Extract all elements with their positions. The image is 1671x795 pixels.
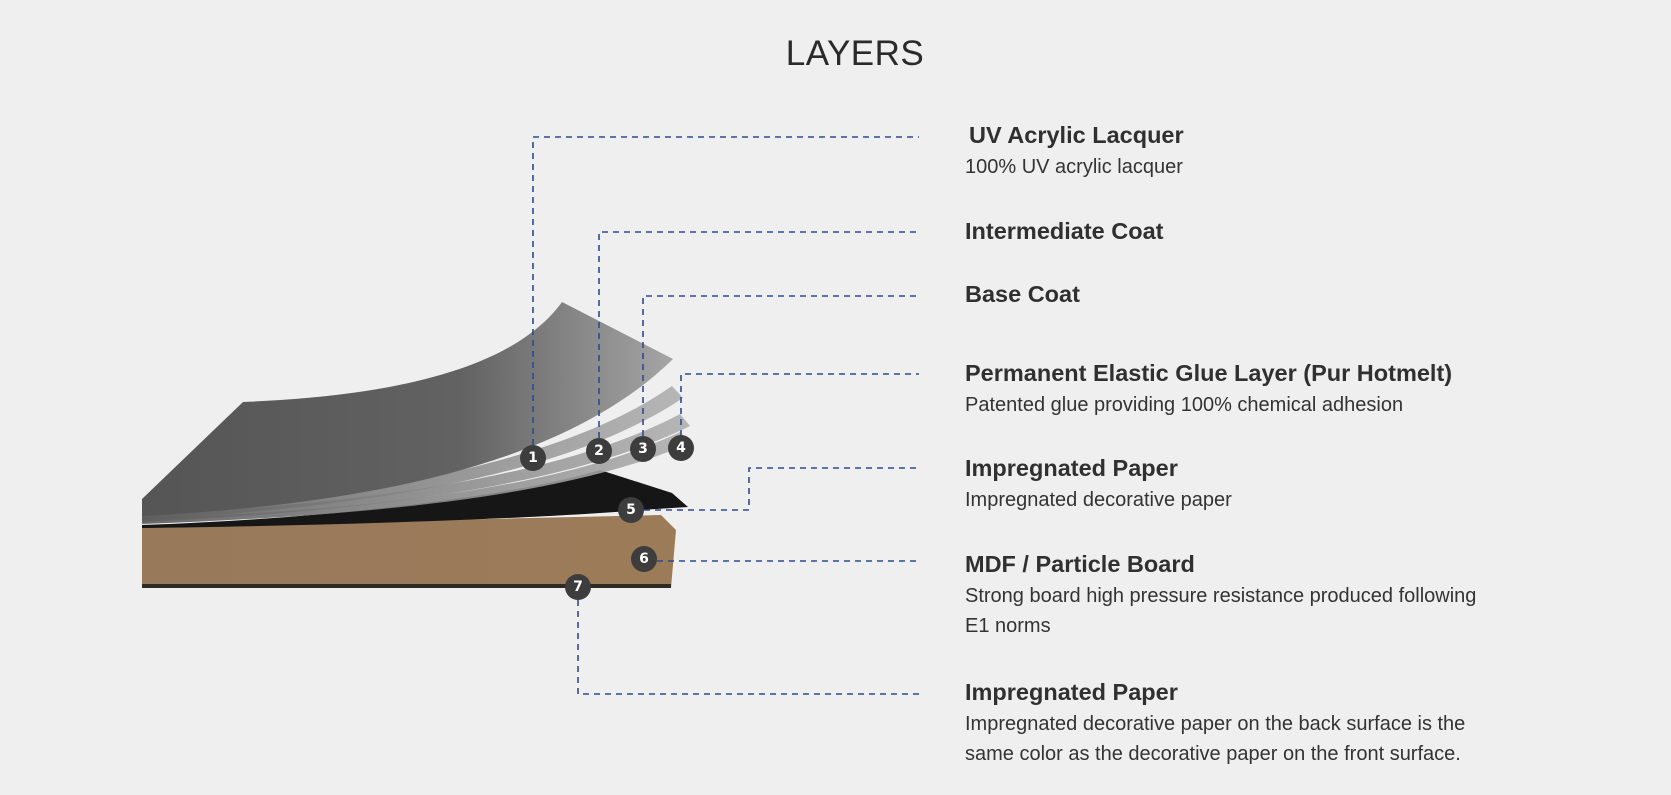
uv-lacquer-sheet bbox=[142, 302, 673, 516]
badge-3: 3 bbox=[630, 436, 656, 462]
svg-text:6: 6 bbox=[639, 551, 649, 567]
badge-6: 6 bbox=[631, 546, 657, 572]
badge-2: 2 bbox=[586, 438, 612, 464]
layer-impregnated-paper-front: Impregnated Paper Impregnated decorative… bbox=[965, 453, 1585, 515]
svg-text:4: 4 bbox=[676, 440, 686, 456]
layer-glue: Permanent Elastic Glue Layer (Pur Hotmel… bbox=[965, 358, 1585, 420]
badge-7: 7 bbox=[565, 574, 591, 600]
layer-impregnated-paper-back: Impregnated Paper Impregnated decorative… bbox=[965, 677, 1585, 769]
badge-1: 1 bbox=[520, 445, 546, 471]
svg-text:5: 5 bbox=[626, 502, 636, 518]
layer-title: Intermediate Coat bbox=[965, 218, 1164, 244]
svg-text:2: 2 bbox=[594, 443, 604, 459]
layer-uv-acrylic-lacquer: UV Acrylic Lacquer 100% UV acrylic lacqu… bbox=[965, 120, 1589, 182]
layer-base-coat: Base Coat bbox=[965, 279, 1585, 309]
badge-4: 4 bbox=[668, 435, 694, 461]
layer-title: Base Coat bbox=[965, 281, 1080, 307]
layer-title: Impregnated Paper bbox=[965, 455, 1178, 481]
layer-description: 100% UV acrylic lacquer bbox=[965, 156, 1183, 178]
layer-description: Impregnated decorative paper bbox=[965, 489, 1232, 511]
layer-title: Impregnated Paper bbox=[965, 679, 1178, 705]
layer-description-line: same color as the decorative paper on th… bbox=[965, 743, 1461, 765]
layer-title: MDF / Particle Board bbox=[965, 551, 1195, 577]
page-title: LAYERS bbox=[785, 34, 925, 73]
svg-text:7: 7 bbox=[573, 579, 583, 595]
layer-description-line: Strong board high pressure resistance pr… bbox=[965, 585, 1477, 607]
layer-title: UV Acrylic Lacquer bbox=[969, 122, 1184, 148]
layer-description-line: Impregnated decorative paper on the back… bbox=[965, 713, 1466, 735]
mdf-board bbox=[142, 515, 676, 588]
svg-text:1: 1 bbox=[528, 450, 538, 466]
badge-5: 5 bbox=[618, 497, 644, 523]
leader-lines bbox=[532, 136, 919, 695]
layer-description-line: E1 norms bbox=[965, 615, 1051, 637]
layer-intermediate-coat: Intermediate Coat bbox=[965, 216, 1585, 246]
layer-mdf-board: MDF / Particle Board Strong board high p… bbox=[965, 549, 1585, 641]
layer-title: Permanent Elastic Glue Layer (Pur Hotmel… bbox=[965, 360, 1453, 386]
layer-description: Patented glue providing 100% chemical ad… bbox=[965, 394, 1404, 416]
svg-text:3: 3 bbox=[638, 441, 648, 457]
glue-layer-sheet bbox=[142, 432, 690, 524]
